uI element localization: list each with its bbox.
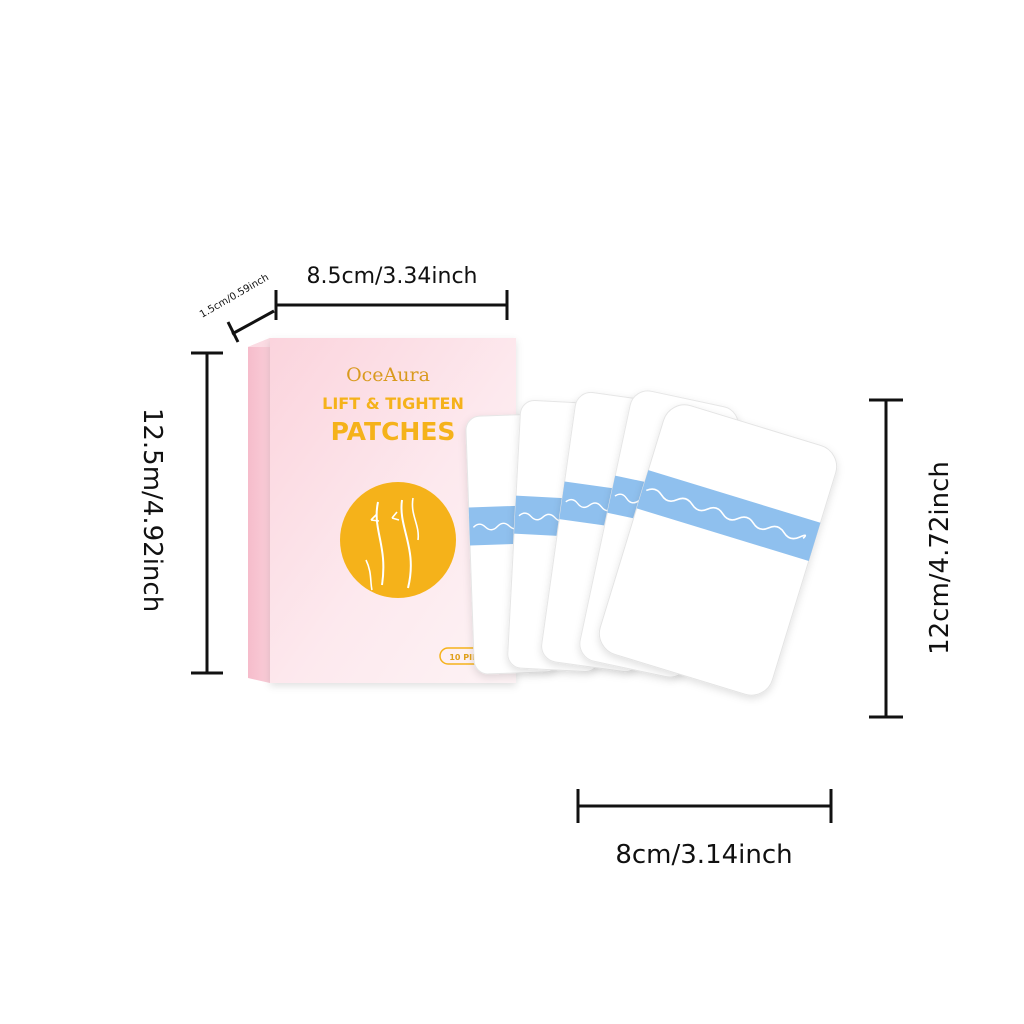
box-title-line2: PATCHES	[331, 417, 456, 446]
dimension-box-depth-label: 1.5cm/0.59inch	[198, 272, 271, 320]
dimension-patch-width-label: 8cm/3.14inch	[615, 840, 792, 870]
pieces-badge-label: 10 PIECES	[449, 653, 495, 662]
box-brand: OceAura	[346, 364, 430, 386]
box-side-face	[248, 338, 270, 683]
body-silhouette-icon	[340, 482, 456, 598]
box-title-line1: LIFT & TIGHTEN	[322, 394, 464, 413]
dimension-patch-width: 8cm/3.14inch	[576, 789, 833, 870]
dimension-box-width-label: 8.5cm/3.34inch	[306, 264, 477, 289]
dimension-patch-height: 12cm/4.72inch	[869, 398, 955, 719]
patch-card-front	[598, 404, 838, 696]
dimension-box-depth: 1.5cm/0.59inch	[198, 272, 275, 343]
dimension-box-width: 8.5cm/3.34inch	[274, 264, 509, 320]
dimension-box-height-label: 12.5m/4.92inch	[137, 408, 167, 612]
dimension-box-height: 12.5m/4.92inch	[137, 351, 223, 675]
dimension-patch-height-label: 12cm/4.72inch	[925, 461, 955, 655]
